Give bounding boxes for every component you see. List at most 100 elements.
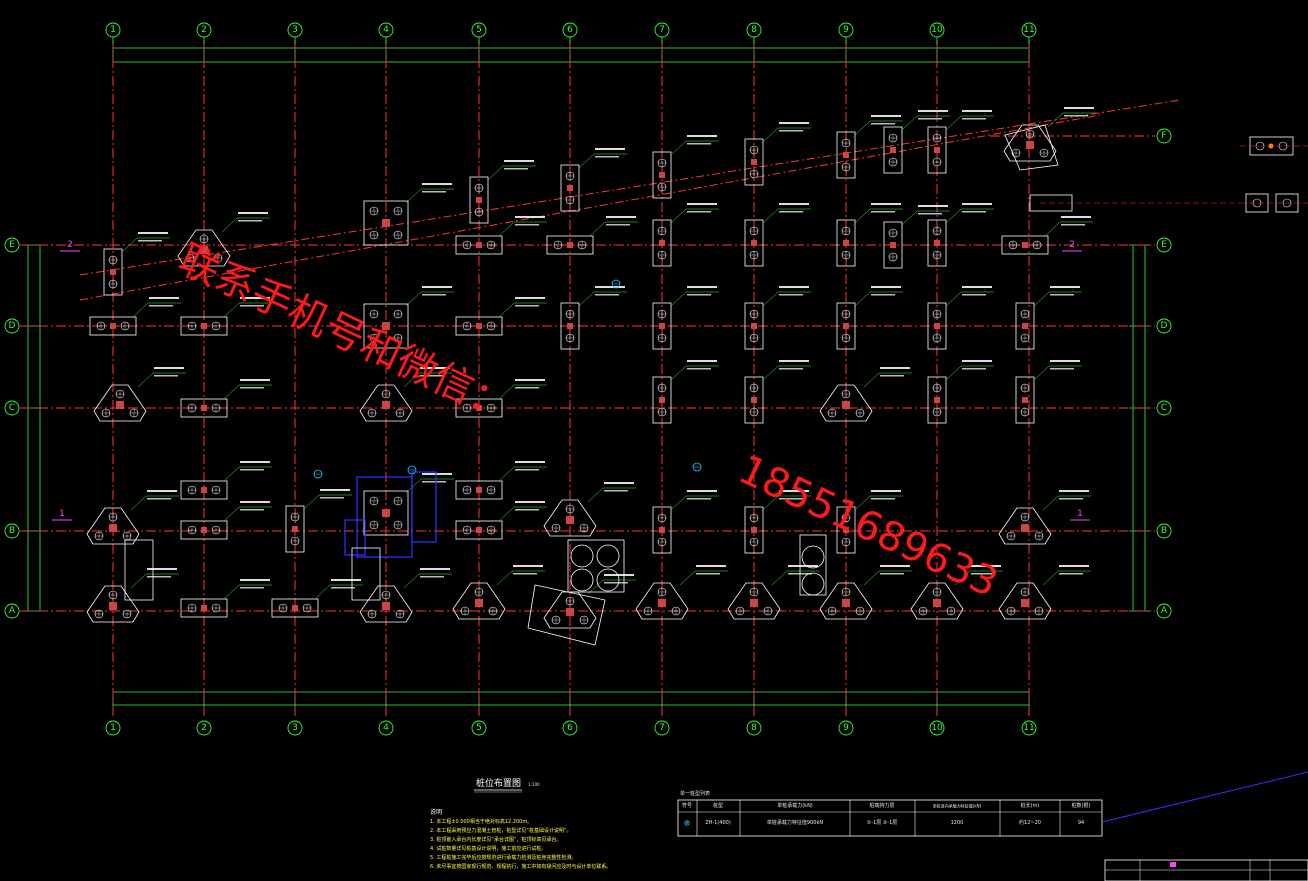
column-bubble-top xyxy=(746,22,762,38)
cap-label-text xyxy=(880,565,910,567)
pile-cap-vertical xyxy=(927,286,994,350)
pile-table-header: 桩长(m) xyxy=(1021,802,1040,809)
pile-cap-triangular xyxy=(86,568,179,623)
column-bubble-bottom xyxy=(471,720,487,736)
pile-cap-vertical xyxy=(1015,360,1082,424)
column-bubble-top xyxy=(1021,22,1037,38)
note-line: 4. 试桩数量详见桩基设计说明，施工前应进行试桩。 xyxy=(430,845,546,852)
pile-cap-horizontal xyxy=(546,216,638,255)
cap-label-text xyxy=(422,183,452,185)
pile-cap-four-pile xyxy=(363,286,454,349)
cap-label-text xyxy=(779,286,809,288)
pile-cap-vertical xyxy=(744,203,811,267)
cap-label-text xyxy=(962,110,992,112)
pile-cap-four-pile xyxy=(363,473,454,536)
cap-label-text xyxy=(1061,216,1091,218)
pile-cap-triangular xyxy=(727,565,820,620)
plan-title: 桩位布置图 xyxy=(476,777,521,789)
column-bubble-bottom xyxy=(838,720,854,736)
pile-cap-triangular xyxy=(177,212,270,267)
row-bubble-left xyxy=(4,523,20,539)
row-bubble-left xyxy=(4,237,20,253)
column-bubble-bottom xyxy=(105,720,121,736)
cap-label-text xyxy=(1050,286,1080,288)
cap-label-text xyxy=(880,367,910,369)
pile-cap-vertical xyxy=(285,489,352,553)
row-bubble-right-label: F xyxy=(1161,131,1166,141)
watermark-number: 18551689633 xyxy=(732,446,1005,606)
pile-cap-horizontal xyxy=(455,216,547,255)
cap-label-text xyxy=(240,501,270,503)
cap-label-text xyxy=(918,205,948,207)
column-bubble-bottom xyxy=(929,720,945,736)
section-mark-right-1: 1 xyxy=(1070,509,1090,521)
cap-label-text xyxy=(515,461,545,463)
pile-cap-triangular xyxy=(452,565,545,620)
pile-cap-horizontal xyxy=(455,461,547,500)
pile-cap-vertical xyxy=(883,205,950,269)
pile-table-cell: 单桩承载力特征值900kN xyxy=(767,819,823,826)
note-line: 3. 桩顶嵌入承台内长度详见“承台详图”，桩顶标高见承台。 xyxy=(430,836,562,843)
column-bubble-bottom-label: 11 xyxy=(1023,723,1034,733)
cap-label-text xyxy=(147,568,177,570)
row-bubble-right-label: C xyxy=(1161,403,1167,413)
cap-label-text xyxy=(1059,565,1089,567)
pile-cap-vertical xyxy=(836,490,903,554)
cap-label-text xyxy=(604,482,634,484)
column-bubble-bottom-label: 10 xyxy=(931,723,943,733)
cap-label-text xyxy=(687,135,717,137)
pile-cap-vertical xyxy=(744,122,811,186)
cap-label-text xyxy=(962,203,992,205)
column-bubble-bottom-label: 8 xyxy=(751,723,757,733)
cap-label-text xyxy=(604,574,634,576)
plan-title-block: 桩位布置图 1:100 xyxy=(474,777,540,793)
cap-label-text xyxy=(687,360,717,362)
row-bubble-left xyxy=(4,400,20,416)
pile-cap-vertical xyxy=(652,360,719,424)
cap-label-text xyxy=(240,379,270,381)
cap-label-text xyxy=(331,579,361,581)
cap-label-text xyxy=(1059,490,1089,492)
pile-cap-vertical xyxy=(836,203,903,267)
section-mark-left-2: 2 xyxy=(60,240,80,252)
svg-text:1: 1 xyxy=(1077,509,1083,519)
cap-label-text xyxy=(788,565,818,567)
svg-text:2: 2 xyxy=(1069,240,1075,250)
column-bubble-bottom xyxy=(196,720,212,736)
pile-cap-horizontal xyxy=(180,297,272,336)
pile-cap-horizontal xyxy=(455,379,547,418)
cap-label-text xyxy=(149,297,179,299)
pile-cap-horizontal xyxy=(180,501,272,540)
pile-cap-vertical xyxy=(927,360,994,424)
cap-label-text xyxy=(515,379,545,381)
pile-cap-triangular xyxy=(1003,107,1096,162)
pile-cap-vertical xyxy=(652,203,719,267)
pile-table-cell: 约12~20 xyxy=(1019,819,1041,826)
cap-label-text xyxy=(240,297,270,299)
pile-caps xyxy=(86,107,1096,629)
row-bubble-left-label: C xyxy=(9,403,15,413)
column-bubble-top-label: 7 xyxy=(659,25,665,35)
column-bubble-bottom-label: 3 xyxy=(292,723,298,733)
notes-heading: 说明 xyxy=(430,808,442,816)
column-bubble-top-label: 1 xyxy=(110,25,116,35)
cap-label-text xyxy=(871,203,901,205)
column-bubble-top xyxy=(471,22,487,38)
watermark-line-1: 联系手机号和微信： xyxy=(172,236,518,430)
cap-label-text xyxy=(779,360,809,362)
pile-table-cell: ②-1层 ③-1层 xyxy=(867,820,898,826)
svg-text:2: 2 xyxy=(67,240,73,250)
watermark-line-2: 18551689633 xyxy=(732,446,1005,606)
cap-label-text xyxy=(687,203,717,205)
pile-table-cell: 94 xyxy=(1078,820,1084,826)
pile-table-header: 单桩承载力(kN) xyxy=(777,802,813,809)
row-bubble-right xyxy=(1156,523,1172,539)
pile-cap-vertical xyxy=(836,115,903,179)
cap-label-text xyxy=(240,579,270,581)
row-bubble-left-label: D xyxy=(9,321,16,331)
pile-cap-vertical xyxy=(1015,286,1082,350)
column-bubble-top-label: 9 xyxy=(843,25,849,35)
pile-table: 单一桩型列表 符号 桩型 单桩承载力(kN) 桩端持力层 单桩竖向承载力特征值(… xyxy=(677,771,1308,837)
row-bubble-left xyxy=(4,603,20,619)
